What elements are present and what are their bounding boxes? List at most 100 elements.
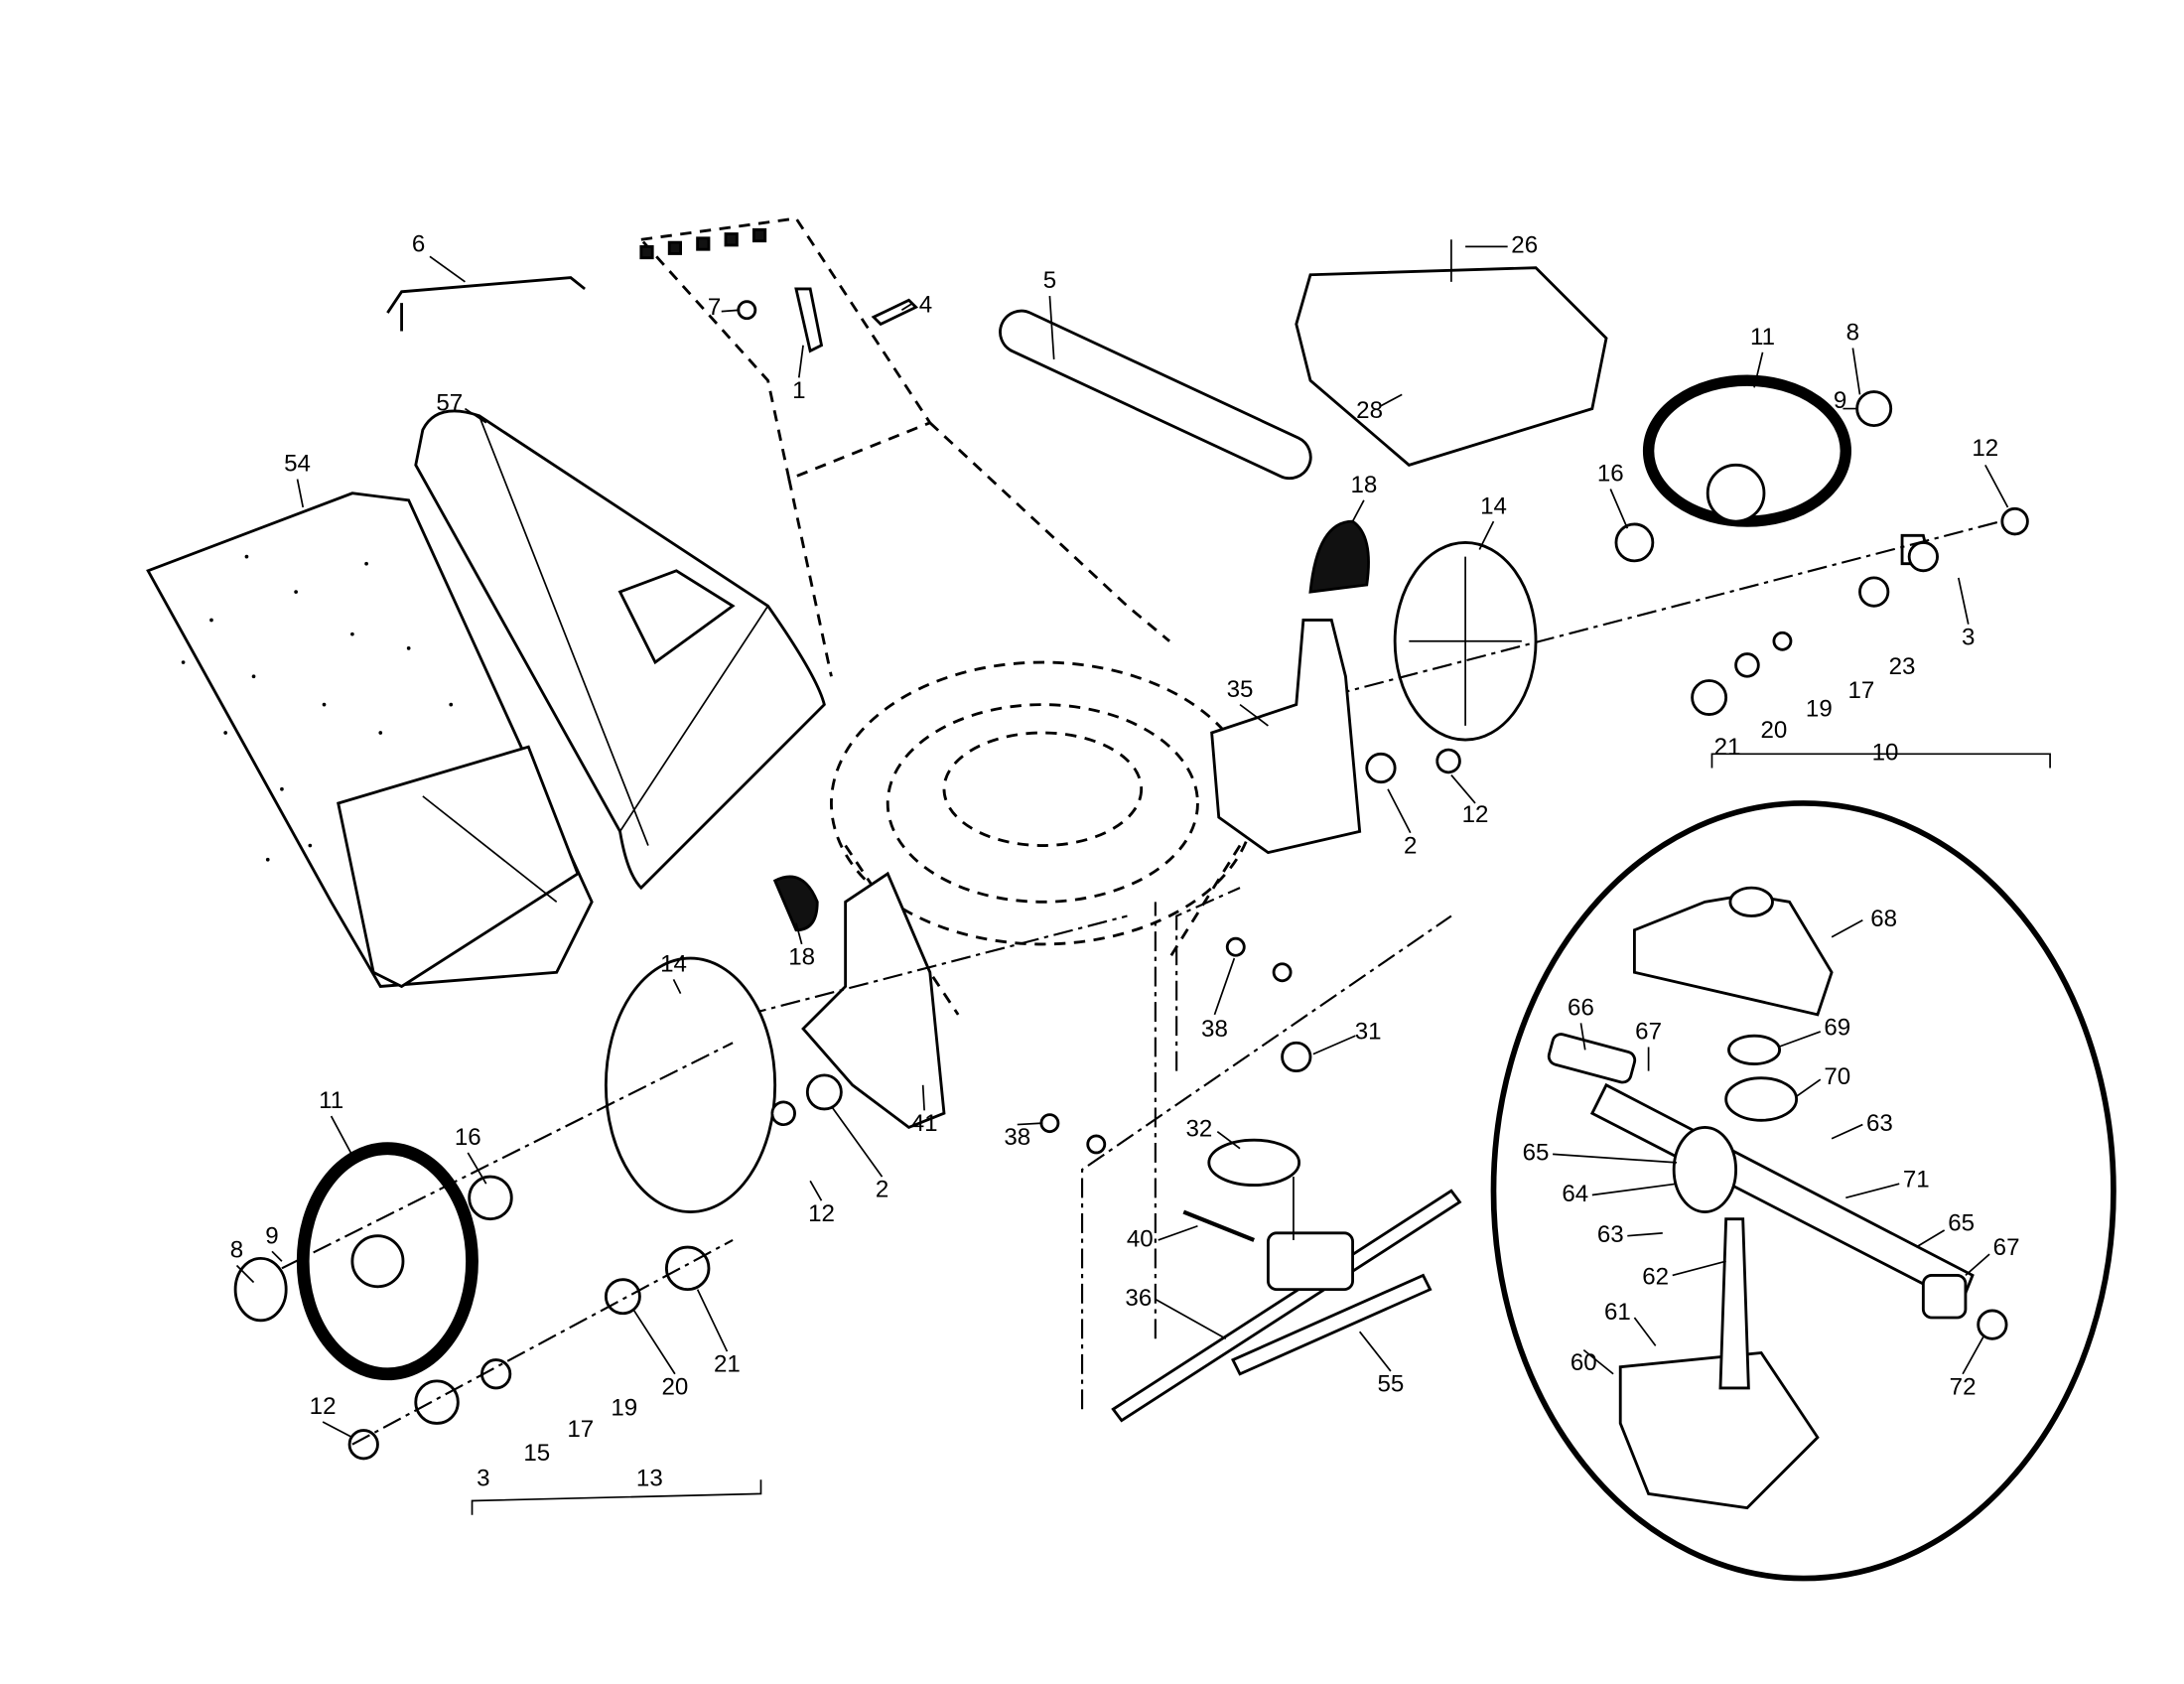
wheel-drive-plate-left [604, 956, 777, 1213]
callout: 12 [1462, 801, 1489, 828]
callout: 18 [788, 943, 815, 970]
callout: 11 [319, 1087, 343, 1114]
hub-left [350, 1234, 405, 1289]
callout: 23 [1889, 653, 1916, 680]
callout: 21 [714, 1351, 741, 1378]
spring-15 [480, 1358, 512, 1390]
washer [1614, 522, 1655, 563]
callout: 63 [1866, 1110, 1893, 1137]
callout: 63 [1597, 1221, 1624, 1248]
callout: 12 [310, 1393, 337, 1420]
callout: 12 [1972, 435, 1998, 462]
callout: 7 [708, 294, 721, 321]
drive-belt [999, 309, 1312, 481]
bag-frame [414, 409, 826, 891]
callout: 20 [661, 1373, 688, 1400]
hubcap-left [233, 1256, 288, 1323]
rear-wheel-right [1642, 374, 1851, 527]
callout: 4 [919, 291, 932, 318]
washer-16 [468, 1175, 513, 1221]
height-bracket-left [801, 871, 946, 1130]
callout: 68 [1870, 906, 1897, 932]
pinion-left [414, 1379, 460, 1425]
callout: 8 [230, 1237, 243, 1264]
callout-labels: 6 7 4 1 5 26 11 8 9 57 28 54 18 12 16 14… [230, 230, 2020, 1491]
e-clip-left [770, 1100, 796, 1126]
callout: 40 [1127, 1225, 1154, 1252]
callout: 19 [611, 1395, 637, 1422]
callout: 2 [876, 1177, 888, 1203]
callout: 17 [1847, 677, 1874, 704]
callout: 15 [523, 1440, 550, 1467]
callout: 55 [1377, 1370, 1404, 1397]
callout: 54 [284, 451, 311, 478]
washer-21-left [664, 1245, 711, 1292]
nut-38 [1039, 1113, 1060, 1134]
nut [737, 300, 757, 321]
callout: 12 [808, 1200, 835, 1227]
nut-38c [1225, 936, 1246, 957]
washer-20-left [604, 1278, 641, 1316]
nut-38d [1272, 962, 1293, 983]
callout: 65 [1523, 1140, 1550, 1167]
height-bracket-right [1210, 619, 1362, 855]
callout: 19 [1806, 696, 1833, 723]
e-ring [2000, 506, 2029, 536]
washer-20 [1734, 652, 1760, 678]
shaft-55 [1230, 1273, 1433, 1376]
knob-left [772, 875, 819, 932]
pulley-nut [1281, 1041, 1312, 1073]
belt-cover [1295, 266, 1608, 467]
hubcap-right [1855, 390, 1893, 428]
callout: 20 [1761, 717, 1788, 744]
spring-40 [1182, 1209, 1256, 1242]
callout: 66 [1568, 995, 1594, 1022]
grass-bag [146, 491, 594, 989]
callout: 26 [1511, 232, 1538, 259]
callout: 31 [1355, 1019, 1382, 1046]
callout: 60 [1570, 1349, 1597, 1376]
transmission-body [1266, 1231, 1354, 1292]
callout: 61 [1604, 1299, 1631, 1326]
nut-38b [1086, 1134, 1107, 1155]
callout: 64 [1562, 1181, 1588, 1207]
callout: 3 [1962, 624, 1975, 650]
callout: 17 [567, 1416, 594, 1443]
callout: 16 [1597, 461, 1624, 488]
bearing-right [1365, 752, 1397, 784]
callout: 41 [911, 1110, 938, 1137]
callout: 36 [1125, 1285, 1152, 1312]
washer-21 [1691, 679, 1728, 716]
callout: 69 [1824, 1014, 1850, 1041]
pinion-right [1907, 540, 1939, 573]
callout: 2 [1404, 832, 1417, 859]
callout: 9 [265, 1222, 278, 1249]
spring-23 [1858, 576, 1890, 608]
callout: 65 [1948, 1210, 1975, 1237]
callout: 5 [1043, 267, 1056, 294]
callout: 32 [1185, 1116, 1212, 1143]
callout: 38 [1004, 1124, 1030, 1151]
bolt [871, 298, 919, 327]
cable-adjuster [794, 287, 824, 353]
callout: 38 [1201, 1016, 1228, 1043]
e-clip-right [1435, 748, 1461, 774]
e-ring-left [347, 1429, 379, 1461]
callout: 71 [1903, 1167, 1930, 1193]
callout: 67 [1993, 1234, 2020, 1261]
callout: 72 [1950, 1373, 1977, 1400]
pawl-19 [1772, 631, 1793, 651]
callout: 62 [1642, 1264, 1669, 1291]
callout: 10 [1872, 740, 1899, 767]
callout: 11 [1750, 324, 1775, 351]
pulley [1207, 1138, 1301, 1188]
callout: 28 [1356, 397, 1383, 424]
leader-lines [235, 245, 2009, 1439]
callout: 16 [455, 1124, 481, 1151]
callout: 14 [660, 951, 687, 978]
callout: 70 [1824, 1063, 1850, 1090]
callout: 14 [1480, 492, 1507, 519]
callout: 1 [792, 377, 805, 404]
callout: 8 [1846, 320, 1859, 347]
